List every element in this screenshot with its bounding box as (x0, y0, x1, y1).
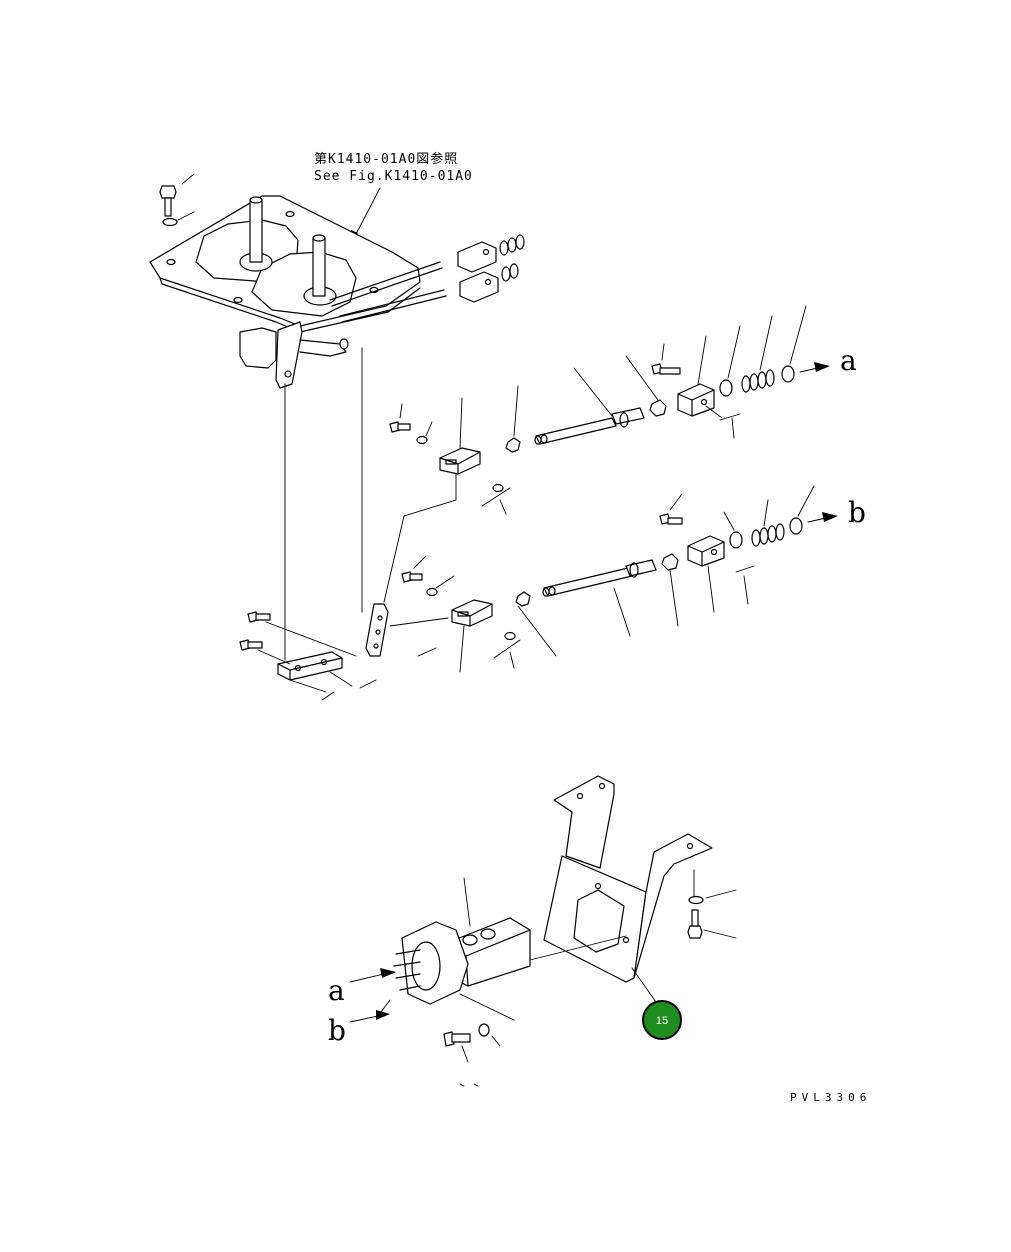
drawing-code: PVL3306 (790, 1091, 871, 1104)
lower-clevis-assembly (365, 555, 521, 673)
flow-arrow-b (807, 512, 838, 523)
linkage-lines (284, 347, 457, 661)
flow-label-b-top: b (848, 496, 866, 529)
flow-label-a-top: a (840, 344, 857, 377)
upper-rod-assembly (534, 305, 807, 445)
flow-arrow-a (799, 362, 830, 373)
reference-note-jp: 第K1410-01A0図参照 (314, 151, 458, 167)
lever-base-assembly (149, 173, 525, 389)
valve-bracket-assembly (393, 775, 737, 1087)
flow-arrow-a-bottom (349, 968, 396, 983)
reference-note-en: See Fig.K1410-01A0 (314, 169, 473, 184)
lower-rod-assembly (515, 485, 815, 657)
callout-badge-label: 15 (656, 1015, 668, 1027)
flow-label-a-bottom: a (328, 974, 345, 1007)
flow-arrow-b-bottom (349, 999, 391, 1023)
middle-clevis-assembly (389, 385, 521, 515)
bottom-lever-assembly (239, 611, 377, 701)
reference-arrow (351, 187, 381, 240)
callout-badge[interactable]: 15 (642, 1000, 682, 1040)
flow-label-b-bottom: b (328, 1014, 346, 1047)
